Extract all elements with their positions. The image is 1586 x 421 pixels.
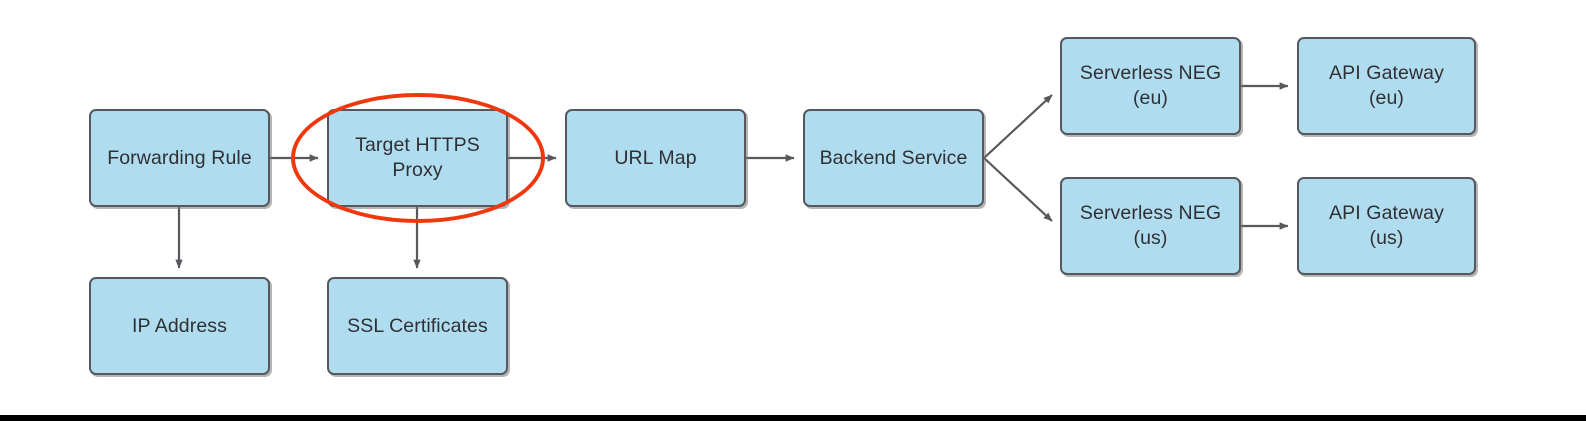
node-label: Serverless NEG (eu) [1079, 62, 1222, 109]
node-serverless-neg-us[interactable]: Serverless NEG (us) [1060, 177, 1241, 275]
node-label: SSL Certificates [347, 314, 488, 337]
node-label: Backend Service [819, 146, 968, 169]
edge-backend-to-neg-us [983, 157, 1053, 222]
node-label: URL Map [614, 146, 697, 169]
bottom-black-bar [0, 415, 1586, 421]
node-label: API Gateway (eu) [1329, 62, 1444, 109]
node-label: Forwarding Rule [107, 146, 252, 169]
node-serverless-neg-eu[interactable]: Serverless NEG (eu) [1060, 37, 1241, 135]
node-ip-address[interactable]: IP Address [89, 277, 270, 375]
node-ssl-certificates[interactable]: SSL Certificates [327, 277, 508, 375]
node-label: Serverless NEG (us) [1079, 202, 1222, 249]
node-label: IP Address [132, 314, 227, 337]
edge-backend-to-neg-eu [983, 94, 1053, 159]
node-label: Target HTTPS Proxy [355, 134, 480, 181]
node-backend-service[interactable]: Backend Service [803, 109, 984, 207]
node-target-https-proxy[interactable]: Target HTTPS Proxy [327, 109, 508, 207]
node-url-map[interactable]: URL Map [565, 109, 746, 207]
node-forwarding-rule[interactable]: Forwarding Rule [89, 109, 270, 207]
node-api-gateway-us[interactable]: API Gateway (us) [1297, 177, 1476, 275]
node-label: API Gateway (us) [1329, 202, 1444, 249]
node-api-gateway-eu[interactable]: API Gateway (eu) [1297, 37, 1476, 135]
